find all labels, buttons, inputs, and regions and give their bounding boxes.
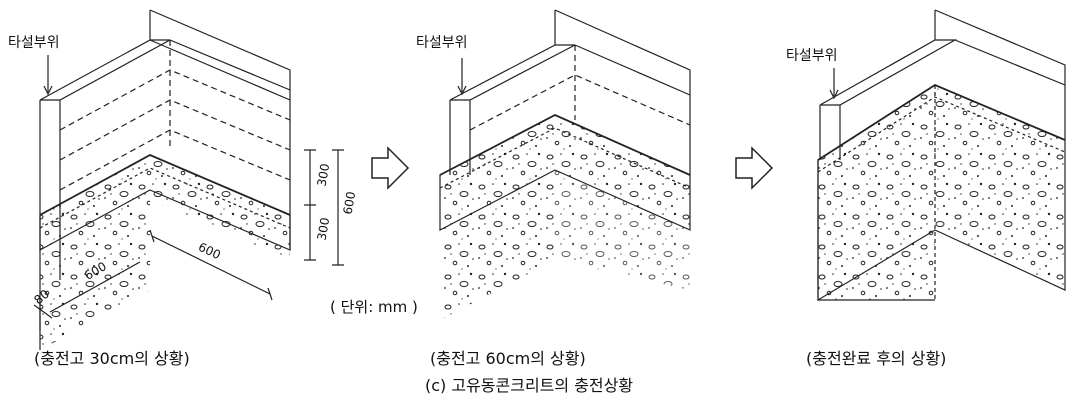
- panel-3-placement-label: 타설부위: [786, 48, 838, 64]
- panel-1-wall: [33, 9, 344, 350]
- panel-2-wall: [439, 9, 691, 320]
- panel-1-dim-left-leg: [49, 261, 141, 313]
- next-arrow-2: [735, 146, 774, 190]
- next-arrow-1: [371, 146, 410, 190]
- panel-3-wall: [817, 9, 1066, 302]
- figure-caption: (c) 고유동콘크리트의 충전상황: [425, 376, 634, 395]
- unit-label: ( 단위: mm ): [330, 298, 418, 316]
- panel-1-dim-thickness: [33, 300, 53, 330]
- panel-2-caption: (충전고 60cm의 상황): [430, 349, 586, 368]
- panel-3-caption: (충전완료 후의 상황): [806, 349, 947, 368]
- panel-1-caption: (충전고 30cm의 상황): [34, 349, 190, 368]
- panel-2-placement-label: 타설부위: [416, 35, 468, 51]
- panel-1-dim-vertical: [304, 149, 316, 261]
- panel-1-placement-label: 타설부위: [8, 35, 60, 51]
- panel-1-dim-right-leg: [149, 229, 273, 301]
- panel-3-concrete: [817, 84, 1066, 302]
